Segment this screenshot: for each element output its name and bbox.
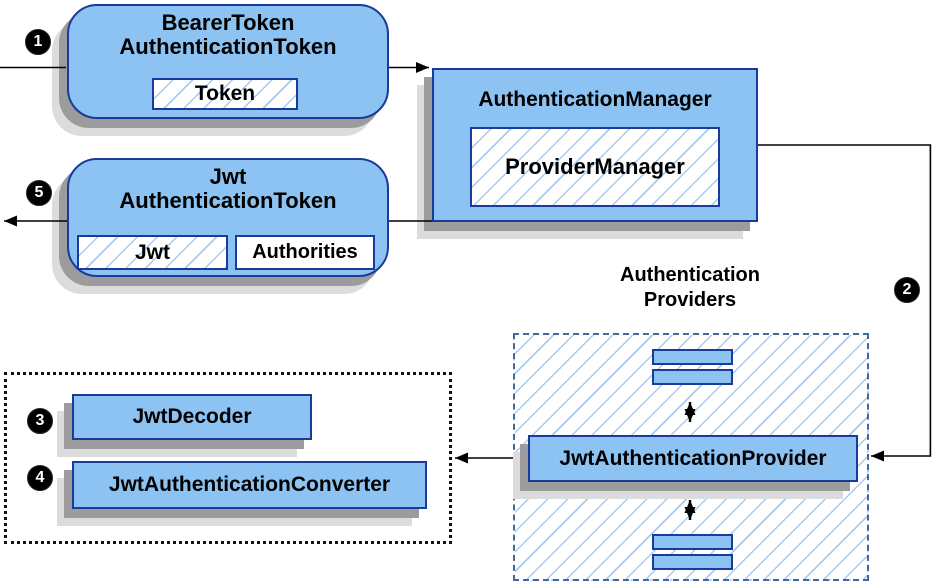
authentication-manager-title: AuthenticationManager [478, 88, 712, 111]
token-field-label: Token [194, 82, 256, 105]
jwt-field: Jwt [77, 235, 228, 270]
step-5-badge: 5 [26, 180, 52, 206]
token-field: Token [152, 78, 298, 110]
step-3-badge: 3 [27, 408, 53, 434]
step-4-badge: 4 [27, 465, 53, 491]
jwt-authentication-provider-label: JwtAuthenticationProvider [559, 446, 827, 470]
bearer-token-title-line1: BearerToken [161, 10, 295, 35]
jwt-authentication-converter-node: JwtAuthenticationConverter [72, 461, 427, 509]
jwt-decoder-label: JwtDecoder [132, 405, 252, 428]
bearer-token-node-title: BearerToken AuthenticationToken [67, 11, 389, 59]
jwt-authentication-token-title: Jwt AuthenticationToken [67, 165, 389, 213]
jwt-authentication-converter-label: JwtAuthenticationConverter [108, 473, 391, 496]
provider-placeholder-rect-2 [652, 369, 733, 385]
provider-placeholder-rect-1 [652, 349, 733, 365]
authorities-field-label: Authorities [252, 241, 358, 263]
provider-manager-field: ProviderManager [470, 127, 720, 207]
provider-manager-label: ProviderManager [505, 154, 685, 179]
provider-placeholder-rect-4 [652, 554, 733, 570]
jwt-field-label: Jwt [134, 240, 170, 264]
step-1-badge: 1 [25, 29, 51, 55]
jwt-decoder-node: JwtDecoder [72, 394, 312, 440]
jwt-token-title-line2: AuthenticationToken [119, 188, 337, 213]
jwt-authentication-provider-node: JwtAuthenticationProvider [528, 435, 858, 482]
decoder-converter-group [4, 372, 452, 544]
provider-placeholder-rect-3 [652, 534, 733, 550]
bearer-token-title-line2: AuthenticationToken [119, 34, 337, 59]
jwt-token-title-line1: Jwt [209, 164, 247, 189]
authentication-providers-label-line2: Providers [643, 289, 737, 311]
authorities-field: Authorities [235, 235, 375, 270]
authentication-providers-label: Authentication Providers [565, 263, 815, 313]
step-2-badge: 2 [894, 277, 920, 303]
authentication-providers-label-line1: Authentication [620, 264, 760, 286]
